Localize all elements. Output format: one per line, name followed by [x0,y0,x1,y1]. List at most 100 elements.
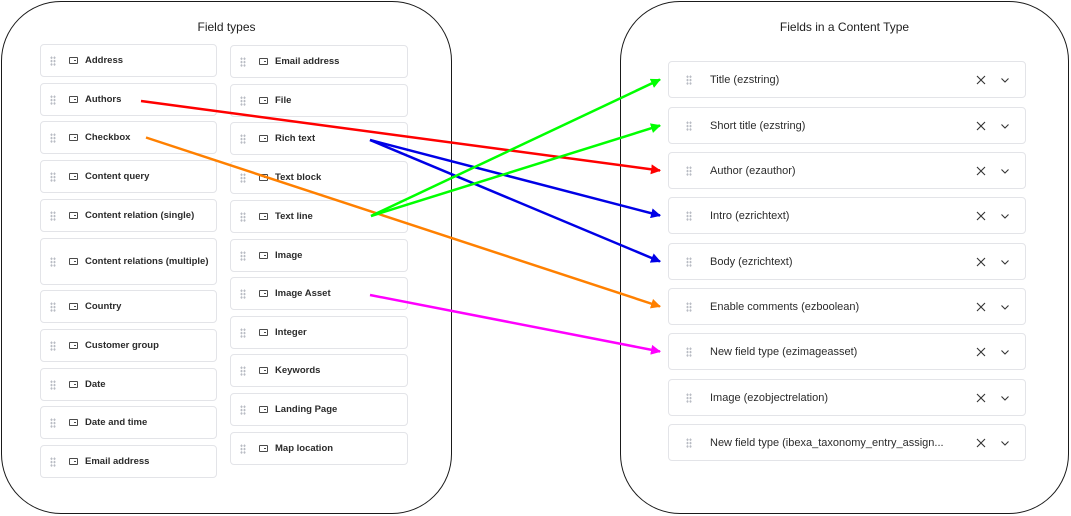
close-icon[interactable] [975,120,987,132]
content-field-new-field-type-ibexa-taxonomy-entry-assign[interactable]: New field type (ibexa_taxonomy_entry_ass… [668,424,1026,461]
drag-handle-icon[interactable] [50,456,56,467]
field-type-file[interactable]: File [230,84,408,117]
drag-handle-icon[interactable] [50,210,56,221]
field-type-date-and-time[interactable]: Date and time [40,406,217,439]
field-type-integer[interactable]: Integer [230,316,408,349]
content-field-enable-comments-ezboolean[interactable]: Enable comments (ezboolean) [668,288,1026,325]
field-type-icon [69,257,78,265]
field-type-icon [69,380,78,388]
content-field-label: Title (ezstring) [710,73,780,86]
field-type-keywords[interactable]: Keywords [230,354,408,387]
drag-handle-icon[interactable] [50,55,56,66]
drag-handle-icon[interactable] [686,301,692,312]
chevron-down-icon[interactable] [999,210,1011,222]
content-field-label: Image (ezobjectrelation) [710,391,829,404]
field-type-label: Map location [275,443,334,454]
drag-handle-icon[interactable] [240,172,246,183]
drag-handle-icon[interactable] [686,210,692,221]
content-field-intro-ezrichtext[interactable]: Intro (ezrichtext) [668,197,1026,234]
field-type-map-location[interactable]: Map location [230,432,408,465]
close-icon[interactable] [975,165,987,177]
field-type-label: Keywords [275,365,321,376]
field-type-label: Content relation (single) [85,210,195,221]
close-icon[interactable] [975,301,987,313]
drag-handle-icon[interactable] [50,132,56,143]
drag-handle-icon[interactable] [50,417,56,428]
drag-handle-icon[interactable] [240,56,246,67]
field-type-authors[interactable]: Authors [40,83,217,116]
field-type-icon [69,341,78,349]
close-icon[interactable] [975,392,987,404]
field-type-checkbox[interactable]: Checkbox [40,121,217,154]
drag-handle-icon[interactable] [686,437,692,448]
drag-handle-icon[interactable] [50,340,56,351]
drag-handle-icon[interactable] [240,404,246,415]
field-type-email-address[interactable]: Email address [230,45,408,78]
chevron-down-icon[interactable] [999,392,1011,404]
field-type-email-address[interactable]: Email address [40,445,217,478]
field-type-content-query[interactable]: Content query [40,160,217,193]
drag-handle-icon[interactable] [50,171,56,182]
chevron-down-icon[interactable] [999,165,1011,177]
close-icon[interactable] [975,256,987,268]
drag-handle-icon[interactable] [50,301,56,312]
field-type-label: Customer group [85,340,159,351]
field-type-image-asset[interactable]: Image Asset [230,277,408,310]
drag-handle-icon[interactable] [50,256,56,267]
content-field-label: New field type (ezimageasset) [710,345,858,358]
field-type-icon [259,57,268,65]
content-field-image-ezobjectrelation[interactable]: Image (ezobjectrelation) [668,379,1026,416]
field-type-date[interactable]: Date [40,368,217,401]
content-field-title-ezstring[interactable]: Title (ezstring) [668,61,1026,98]
drag-handle-icon[interactable] [686,120,692,131]
drag-handle-icon[interactable] [50,94,56,105]
chevron-down-icon[interactable] [999,301,1011,313]
field-type-icon [259,366,268,374]
field-type-address[interactable]: Address [40,44,217,77]
field-type-content-relation-single[interactable]: Content relation (single) [40,199,217,232]
field-type-landing-page[interactable]: Landing Page [230,393,408,426]
chevron-down-icon[interactable] [999,437,1011,449]
field-type-text-line[interactable]: Text line [230,200,408,233]
drag-handle-icon[interactable] [686,165,692,176]
close-icon[interactable] [975,346,987,358]
field-type-label: Content query [85,171,150,182]
content-field-short-title-ezstring[interactable]: Short title (ezstring) [668,107,1026,144]
field-type-icon [69,95,78,103]
drag-handle-icon[interactable] [240,250,246,261]
drag-handle-icon[interactable] [240,443,246,454]
drag-handle-icon[interactable] [686,256,692,267]
content-field-label: Intro (ezrichtext) [710,209,790,222]
drag-handle-icon[interactable] [240,95,246,106]
field-type-icon [69,56,78,64]
drag-handle-icon[interactable] [240,133,246,144]
field-type-text-block[interactable]: Text block [230,161,408,194]
drag-handle-icon[interactable] [686,392,692,403]
field-type-content-relations-multiple[interactable]: Content relations (multiple) [40,238,217,285]
close-icon[interactable] [975,437,987,449]
field-type-icon [259,289,268,297]
content-field-new-field-type-ezimageasset[interactable]: New field type (ezimageasset) [668,333,1026,370]
field-type-customer-group[interactable]: Customer group [40,329,217,362]
drag-handle-icon[interactable] [50,379,56,390]
content-field-author-ezauthor[interactable]: Author (ezauthor) [668,152,1026,189]
drag-handle-icon[interactable] [240,327,246,338]
field-type-icon [259,96,268,104]
drag-handle-icon[interactable] [240,211,246,222]
chevron-down-icon[interactable] [999,256,1011,268]
close-icon[interactable] [975,210,987,222]
drag-handle-icon[interactable] [686,346,692,357]
chevron-down-icon[interactable] [999,120,1011,132]
chevron-down-icon[interactable] [999,74,1011,86]
chevron-down-icon[interactable] [999,346,1011,358]
content-field-body-ezrichtext[interactable]: Body (ezrichtext) [668,243,1026,280]
field-type-country[interactable]: Country [40,290,217,323]
field-type-label: Date and time [85,417,148,428]
close-icon[interactable] [975,74,987,86]
drag-handle-icon[interactable] [686,74,692,85]
field-type-rich-text[interactable]: Rich text [230,122,408,155]
field-type-label: Checkbox [85,132,131,143]
field-type-image[interactable]: Image [230,239,408,272]
drag-handle-icon[interactable] [240,288,246,299]
drag-handle-icon[interactable] [240,365,246,376]
